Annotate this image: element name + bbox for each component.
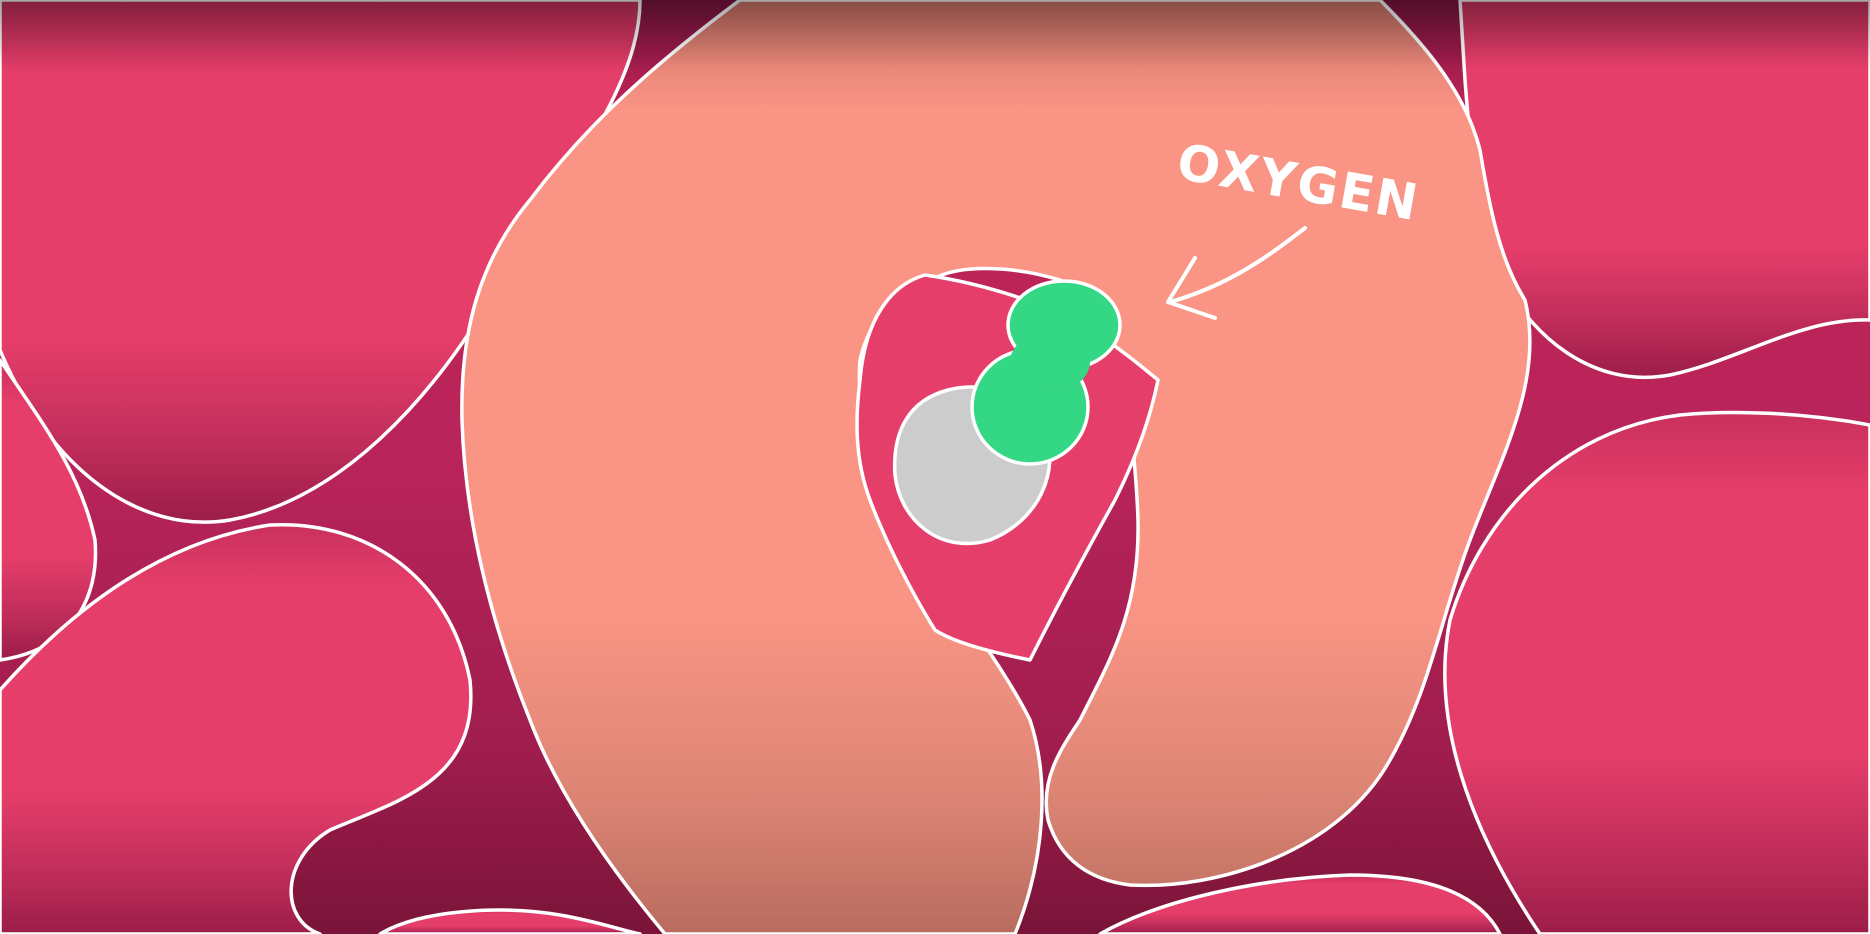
- pink-cell-bottom-left: [0, 523, 473, 934]
- curved-arrow-icon: [1166, 226, 1307, 320]
- pink-cell-bottom-center: [378, 908, 642, 934]
- oxygen-molecule-icon: [970, 279, 1122, 466]
- pink-cell-right: [1443, 410, 1870, 934]
- top-vignette: [0, 0, 1870, 70]
- pink-cell-bottom-right: [1098, 873, 1502, 934]
